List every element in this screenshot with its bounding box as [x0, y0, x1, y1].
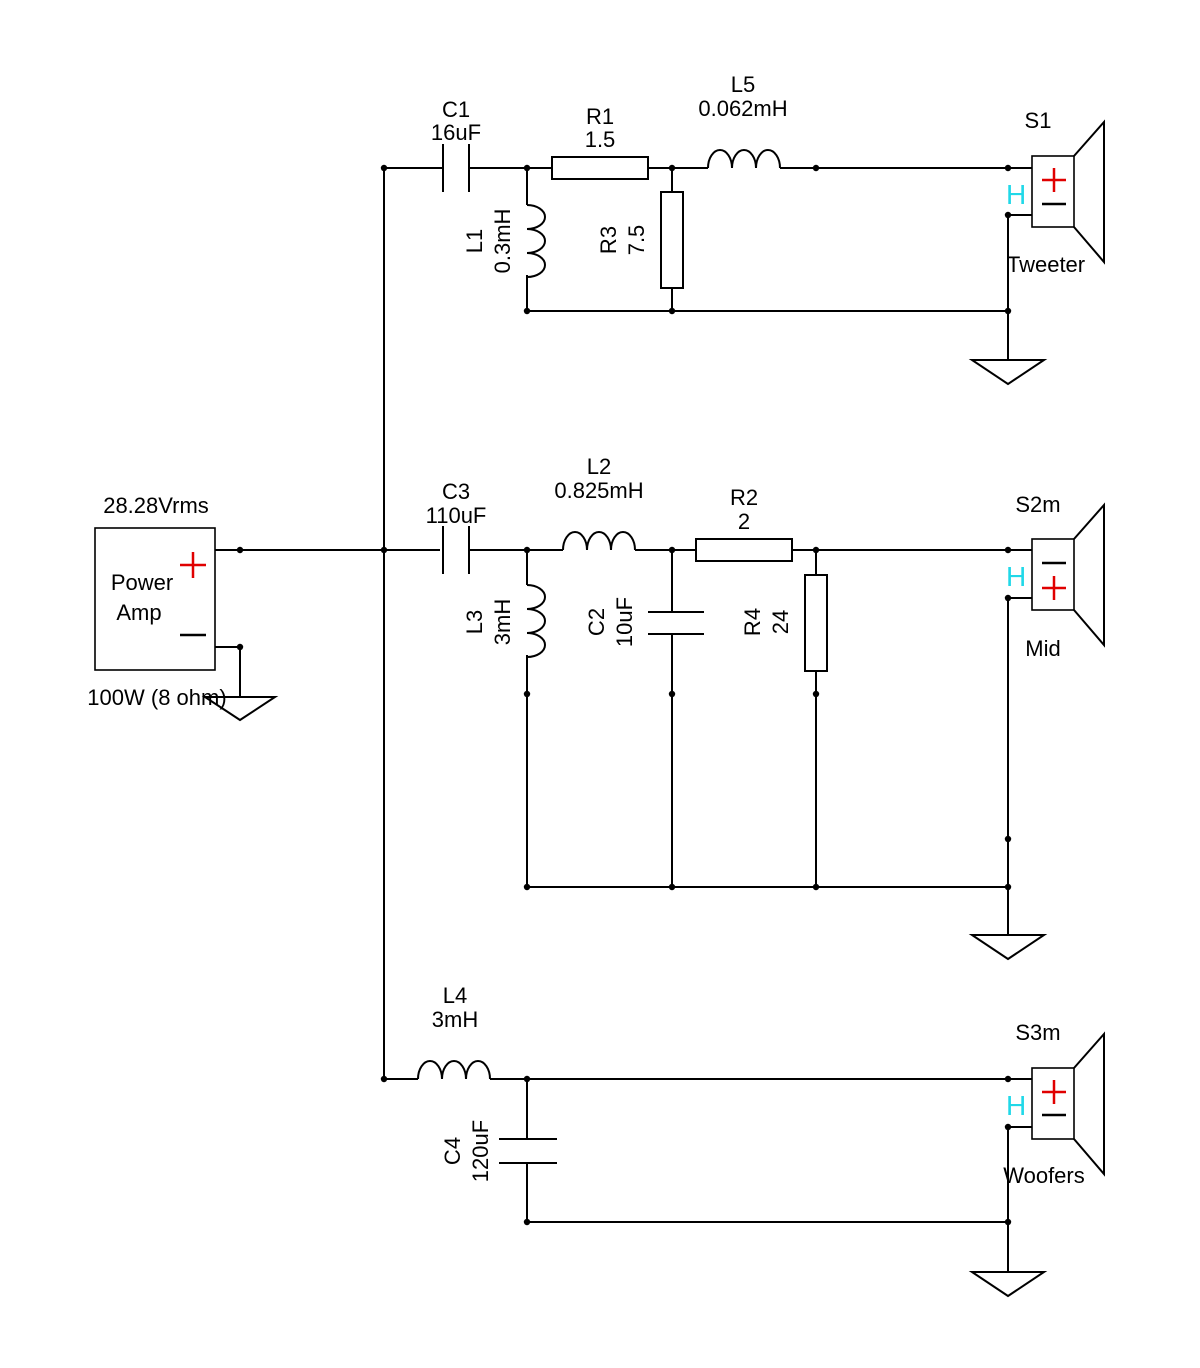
junctions: [236, 164, 1012, 1226]
s1-plus-icon: [1042, 168, 1066, 192]
s2m-plus-icon: [1042, 576, 1066, 600]
ground-icon: [968, 359, 1048, 386]
power-amp-box: [94, 527, 216, 671]
l3-value: 3mH: [490, 599, 515, 645]
c3-ref: C3: [442, 479, 470, 504]
resistor-r4: R4 24: [740, 574, 828, 672]
power-amp: 28.28Vrms Power Amp 100W (8 ohm): [87, 493, 226, 710]
ground-icon: [201, 696, 279, 722]
l2-value: 0.825mH: [554, 478, 643, 503]
s2m-polarity-mark: H: [1006, 561, 1026, 592]
l3-ref: L3: [462, 610, 487, 634]
c4-ref: C4: [440, 1137, 465, 1165]
inductor-l4: L4 3mH: [417, 983, 491, 1080]
inductor-l2: L2 0.825mH: [554, 454, 644, 551]
s1-polarity-mark: H: [1006, 179, 1026, 210]
s2m-ref: S2m: [1015, 492, 1060, 517]
r4-value: 24: [768, 610, 793, 634]
r3-ref: R3: [596, 226, 621, 254]
amp-plus-icon: [180, 552, 206, 578]
l2-ref: L2: [587, 454, 611, 479]
c2-value: 10uF: [612, 597, 637, 647]
l5-value: 0.062mH: [698, 96, 787, 121]
wires: [215, 167, 1032, 1272]
s3m-polarity-mark: H: [1006, 1090, 1026, 1121]
l4-value: 3mH: [432, 1007, 478, 1032]
s3m-plus-icon: [1042, 1080, 1066, 1104]
power-amp-name-line2: Amp: [116, 600, 161, 625]
speaker-s3m: H S3m Woofers: [1003, 1020, 1105, 1188]
capacitor-c4: C4 120uF: [440, 1120, 557, 1182]
c1-value: 16uF: [431, 120, 481, 145]
s3m-ref: S3m: [1015, 1020, 1060, 1045]
s3m-name: Woofers: [1003, 1163, 1085, 1188]
r2-value: 2: [738, 509, 750, 534]
c3-value: 110uF: [426, 503, 487, 528]
speaker-s2m: H S2m Mid: [1006, 492, 1105, 661]
source-voltage-label: 28.28Vrms: [103, 493, 209, 518]
ground-icon: [968, 934, 1048, 961]
ground-icon: [968, 1271, 1048, 1298]
resistor-r2: R2 2: [695, 485, 793, 562]
r2-ref: R2: [730, 485, 758, 510]
r4-ref: R4: [740, 608, 765, 636]
r1-value: 1.5: [585, 127, 616, 152]
l4-ref: L4: [443, 983, 467, 1008]
c2-ref: C2: [584, 608, 609, 636]
capacitor-c2: C2 10uF: [584, 597, 704, 647]
source-rating-label: 100W (8 ohm): [87, 685, 226, 710]
resistor-r3: R3 7.5: [596, 191, 684, 289]
s1-ref: S1: [1025, 108, 1052, 133]
c4-value: 120uF: [468, 1120, 493, 1182]
l1-value: 0.3mH: [490, 209, 515, 274]
capacitor-c3: C3 110uF: [426, 479, 487, 574]
inductor-l1: L1 0.3mH: [462, 204, 546, 278]
power-amp-name-line1: Power: [111, 570, 173, 595]
c1-ref: C1: [442, 97, 470, 122]
inductor-l5: L5 0.062mH: [698, 72, 788, 169]
speaker-s1: H S1 Tweeter: [1006, 108, 1105, 277]
l1-ref: L1: [462, 229, 487, 253]
s1-name: Tweeter: [1007, 252, 1085, 277]
inductor-l3: L3 3mH: [462, 584, 546, 658]
capacitor-c1: C1 16uF: [431, 97, 481, 192]
resistor-r1: R1 1.5: [551, 104, 649, 180]
r3-value: 7.5: [624, 225, 649, 256]
s2m-name: Mid: [1025, 636, 1060, 661]
ground-symbols: [201, 359, 1048, 1298]
l5-ref: L5: [731, 72, 755, 97]
r1-ref: R1: [586, 104, 614, 129]
